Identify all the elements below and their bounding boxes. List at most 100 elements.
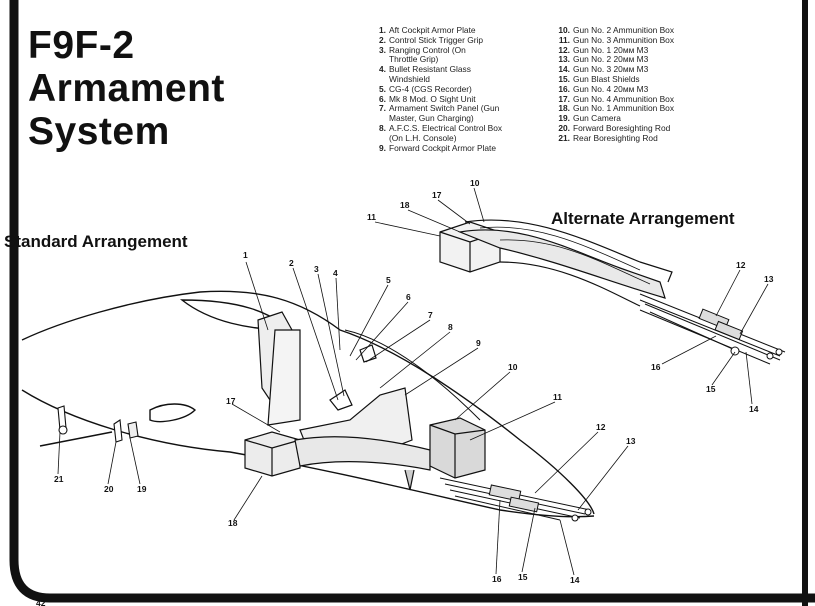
callout-number: 17 [226, 396, 236, 406]
callout-number: 21 [54, 474, 64, 484]
legend-number: 9. [379, 142, 386, 153]
legend-text: Aft Cockpit Armor Plate [389, 25, 476, 35]
callout-number: 18 [400, 200, 410, 210]
callout-number: 19 [137, 484, 147, 494]
legend-number: 1. [379, 25, 386, 35]
standard-arrangement-heading: Standard Arrangement [4, 232, 188, 251]
legend-number: 20. [558, 122, 570, 133]
page-number: 42 [36, 598, 46, 606]
legend-item: 16.Gun No. 4 20мм M3 [556, 83, 674, 95]
legend-text: Bullet Resistant Glass [389, 64, 471, 75]
legend-text: Ranging Control (On [389, 44, 466, 55]
boresight-and-camera [39, 405, 139, 447]
callout-number: 15 [706, 384, 716, 394]
legend-number: 18. [558, 103, 570, 114]
legend-item: 14.Gun No. 3 20мм M3 [556, 64, 674, 75]
page-title: F9F-2 Armament System [28, 26, 225, 155]
legend-number: 11. [558, 34, 570, 45]
legend-item: 2.Control Stick Trigger Grip [372, 34, 502, 46]
legend-item: 6.Mk 8 Mod. O Sight Unit [372, 93, 502, 105]
legend-item: 15.Gun Blast Shields [556, 73, 674, 85]
legend-number: 10. [558, 25, 570, 35]
legend-text: Mk 8 Mod. O Sight Unit [389, 93, 476, 104]
legend-text: Gun No. 1 20мм M3 [573, 44, 649, 55]
callout-number: 14 [570, 575, 580, 585]
legend-text: A.F.C.S. Electrical Control Box [389, 122, 503, 133]
legend-item: 13.Gun No. 2 20мм M3 [556, 54, 674, 65]
legend-item: 10.Gun No. 2 Ammunition Box [556, 25, 675, 36]
legend-item: 12.Gun No. 1 20мм M3 [556, 44, 674, 56]
legend-number: 4. [379, 64, 386, 75]
legend-text: CG-4 (CGS Recorder) [389, 83, 472, 94]
callout-number: 17 [432, 190, 442, 200]
legend-text: Armament Switch Panel (Gun [389, 103, 500, 114]
leader-lines [57, 187, 769, 576]
callout-number: 20 [104, 484, 114, 494]
legend-text: Rear Boresighting Rod [573, 132, 658, 143]
legend-text: Forward Boresighting Rod [573, 122, 671, 133]
legend-number: 8. [379, 122, 386, 133]
alternate-arrangement-assembly [439, 219, 786, 365]
legend-text: Forward Cockpit Armor Plate [389, 142, 497, 153]
legend-item: 1.Aft Cockpit Armor Plate [372, 25, 502, 36]
callout-number: 11 [553, 392, 562, 402]
legend-text-continued: Throttle Grip) [389, 54, 439, 65]
title-line-3: System [28, 110, 170, 153]
legend-number: 15. [558, 73, 570, 84]
callout-number: 5 [386, 275, 391, 285]
legend-text: Gun No. 3 20мм M3 [573, 64, 649, 75]
callout-number: 12 [736, 260, 746, 270]
legend-number: 19. [558, 113, 570, 124]
callout-number: 3 [314, 264, 319, 274]
legend-text: Gun No. 3 Ammunition Box [573, 34, 675, 45]
legend-number: 7. [379, 103, 386, 114]
callout-number: 6 [406, 292, 411, 302]
callout-number: 10 [470, 178, 480, 188]
legend-number: 5. [379, 83, 386, 94]
legend-item: 5.CG-4 (CGS Recorder) [372, 83, 502, 95]
callout-number: 2 [289, 258, 294, 268]
legend-text: Gun No. 2 20мм M3 [573, 54, 649, 65]
callout-number: 12 [596, 422, 606, 432]
callout-number: 4 [333, 268, 338, 278]
legend-item: 19.Gun Camera [556, 113, 674, 124]
legend-number: 12. [558, 44, 570, 55]
callout-number: 13 [764, 274, 774, 284]
standard-guns [439, 477, 592, 522]
legend-number: 13. [558, 54, 570, 65]
callout-number: 13 [626, 436, 636, 446]
legend-number: 3. [379, 44, 386, 55]
title-line-1: F9F-2 [28, 24, 135, 67]
legend-text: Gun No. 2 Ammunition Box [573, 25, 675, 35]
legend-text: Gun No. 1 Ammunition Box [573, 103, 675, 114]
legend-item: 8.A.F.C.S. Electrical Control Box(On L.H… [372, 122, 503, 144]
legend-text: Control Stick Trigger Grip [389, 34, 484, 45]
legend-text-continued: (On L.H. Console) [389, 132, 457, 143]
legend-item: 20.Forward Boresighting Rod [556, 122, 674, 134]
legend-item: 18.Gun No. 1 Ammunition Box [556, 103, 675, 114]
callout-number: 18 [228, 518, 238, 528]
legend-text: Gun Blast Shields [573, 73, 640, 84]
legend-text: Gun No. 4 Ammunition Box [573, 93, 675, 104]
callout-number: 11 [367, 212, 376, 222]
callout-number: 8 [448, 322, 453, 332]
title-line-2: Armament [28, 67, 225, 110]
legend-number: 2. [379, 34, 386, 45]
legend-item: 21.Rear Boresighting Rod [556, 132, 674, 144]
legend-number: 21. [558, 132, 570, 143]
legend-number: 14. [558, 64, 570, 75]
callout-number: 15 [518, 572, 528, 582]
callout-number: 7 [428, 310, 433, 320]
legend-text-continued: Windshield [389, 73, 430, 84]
standard-ammo-assembly [244, 417, 486, 491]
legend-text: Gun No. 4 20мм M3 [573, 83, 649, 94]
